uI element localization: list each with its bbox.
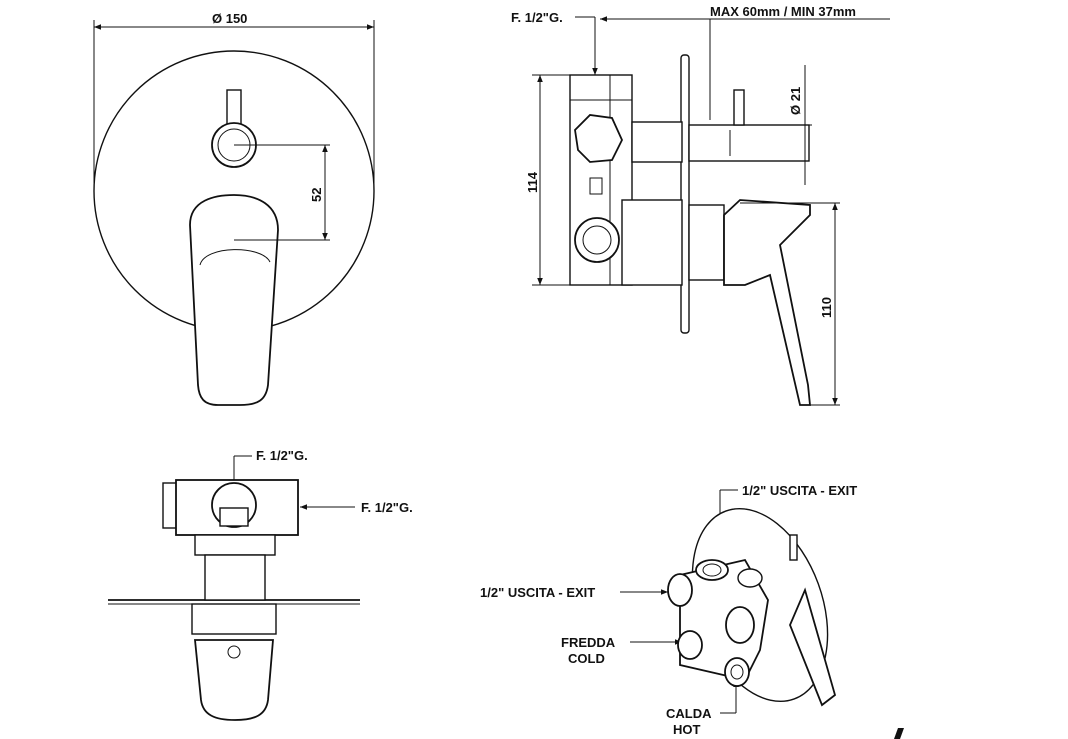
lever-side xyxy=(723,199,811,406)
cold-label-it: FREDDA xyxy=(561,635,616,650)
lever-screw xyxy=(227,645,241,659)
body-collar xyxy=(194,534,276,556)
top-exit-iso xyxy=(695,559,729,581)
diverter-pin-side xyxy=(733,89,745,126)
diverter-cartridge xyxy=(631,121,683,163)
diameter-label: Ø 150 xyxy=(212,11,247,26)
side-exit-iso xyxy=(667,573,693,607)
lower-outlet-inner xyxy=(582,225,612,255)
hot-label-en: HOT xyxy=(673,722,701,737)
lever-top xyxy=(194,639,274,721)
corner-mark xyxy=(894,728,904,739)
mixer-lever xyxy=(189,194,279,406)
lever-height-label: 110 xyxy=(819,297,834,318)
hex-nut-iso xyxy=(737,568,763,588)
front-view: Ø 150 52 xyxy=(93,11,375,406)
top-view: F. 1/2"G. F. 1/2"G. xyxy=(108,448,413,721)
cold-inlet-iso xyxy=(677,630,703,660)
side-connection-label: F. 1/2"G. xyxy=(361,500,413,515)
depth-label: MAX 60mm / MIN 37mm xyxy=(710,4,856,19)
trim-collar xyxy=(191,603,277,635)
connection-label-side: F. 1/2"G. xyxy=(511,10,563,25)
cold-label-en: COLD xyxy=(568,651,605,666)
exit-top-label: 1/2" USCITA - EXIT xyxy=(742,483,857,498)
side-view: F. 1/2"G. MAX 60mm / MIN 37mm 114 xyxy=(511,4,890,406)
diverter-iso xyxy=(725,606,755,644)
hot-inlet-iso xyxy=(724,657,750,687)
wall-plate-edge xyxy=(680,54,690,334)
top-connection-label: F. 1/2"G. xyxy=(256,448,308,463)
hex-nut xyxy=(574,114,623,163)
body-height-label: 114 xyxy=(525,171,540,193)
lever-contour xyxy=(199,249,271,266)
diverter-spindle xyxy=(688,124,810,162)
lower-outlet xyxy=(574,217,620,263)
mixer-sleeve xyxy=(688,204,725,281)
height-label: 52 xyxy=(309,188,324,202)
body-neck xyxy=(204,554,266,601)
top-outlet-detail xyxy=(219,507,249,527)
top-exit-inner xyxy=(702,563,722,577)
hot-label-it: CALDA xyxy=(666,706,712,721)
exit-left-label: 1/2" USCITA - EXIT xyxy=(480,585,595,600)
diverter-pin-iso xyxy=(789,534,798,561)
iso-view: 1/2" USCITA - EXIT 1/2" USCITA - EXIT FR… xyxy=(480,483,857,737)
body-detail xyxy=(589,177,603,195)
hot-inlet-inner xyxy=(730,664,744,680)
lever-iso xyxy=(789,587,837,707)
mixer-cartridge xyxy=(621,199,683,286)
pin-diameter-label: Ø 21 xyxy=(788,87,803,115)
